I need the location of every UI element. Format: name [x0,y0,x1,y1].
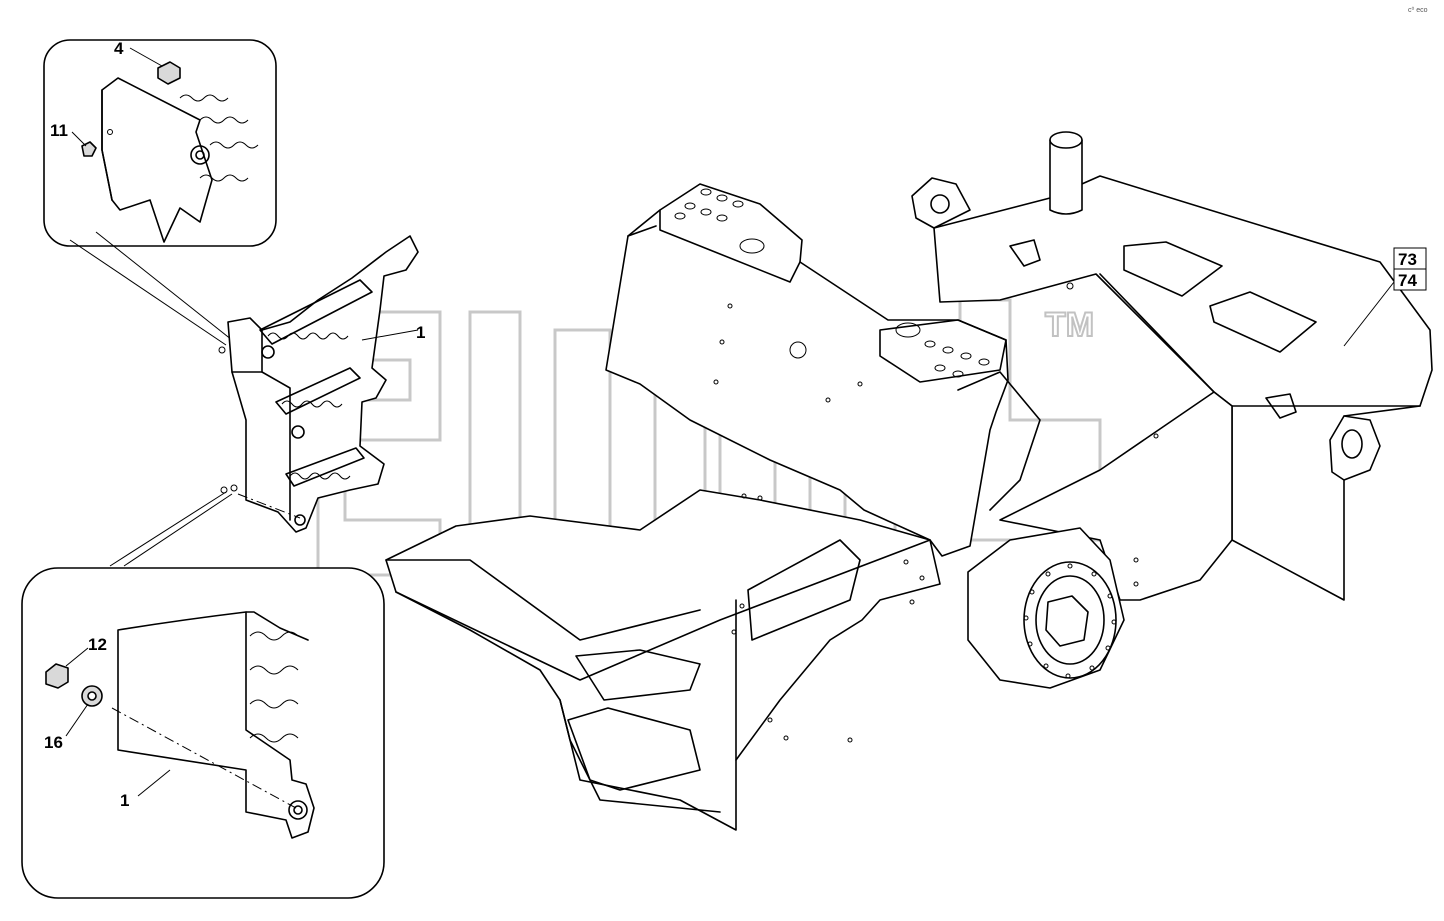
center-line [237,493,301,519]
callout-1-detail: 1 [120,791,129,810]
callout-11: 11 [50,121,68,140]
callout-4: 4 [114,39,124,58]
detail-bubble-bottom: 12 16 1 [21,567,385,899]
callout-16: 16 [44,733,63,752]
callout-box-73-74: 73 74 [1343,247,1427,347]
step-ladder-part: 1 [218,235,425,533]
main-frame [385,131,1433,831]
leader-line [123,493,233,567]
detail-bubble-top: 4 11 [43,39,277,247]
leader-line [109,491,227,567]
callout-73: 73 [1398,250,1417,269]
corner-mark: c⁰ eco [1408,6,1428,14]
callout-12: 12 [88,635,107,654]
watermark-tm: TM [1045,306,1094,344]
leader-line [95,231,233,341]
leader-line [69,239,227,346]
callout-74: 74 [1398,271,1417,290]
callout-1-main: 1 [416,323,425,342]
